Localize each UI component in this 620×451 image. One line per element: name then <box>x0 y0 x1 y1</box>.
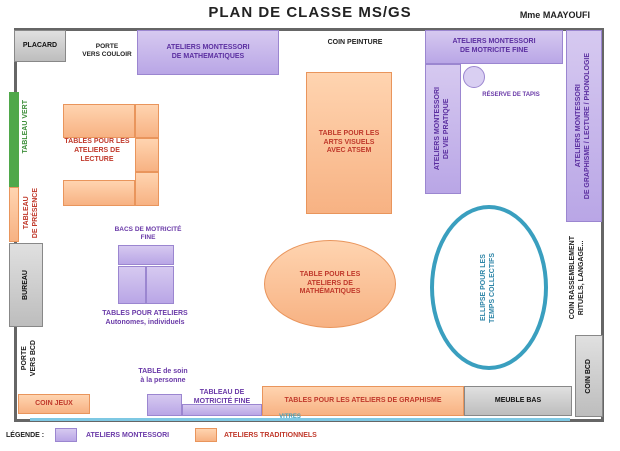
coin-rassemblement: COIN RASSEMBLEMENT RITUELS, LANGAGE... <box>560 225 596 330</box>
tableau-motricite: TABLEAU DE MOTRICITÉ FINE <box>182 380 262 416</box>
table-lecture-right-3 <box>135 172 159 206</box>
porte-bcd-text: PORTE VERS BCD <box>21 340 37 377</box>
ellipse-temps-collectifs: ELLIPSE POUR LES TEMPS COLLECTIFS <box>430 205 548 370</box>
table-lecture-right-1 <box>135 104 159 138</box>
ateliers-vie-pratique: ATELIERS MONTESSORI DE VIE PRATIQUE <box>425 64 461 194</box>
coin-bcd-label: COIN BCD <box>584 358 592 394</box>
legend-traditionnel-swatch <box>195 428 217 442</box>
coin-peinture-label: COIN PEINTURE <box>327 39 383 46</box>
legend-montessori-swatch <box>55 428 77 442</box>
tableau-presence-label: TABLEAU DE PRÉSENCE <box>20 188 44 243</box>
vitres-line <box>30 418 570 421</box>
tableau-vert-text: TABLEAU VERT <box>21 100 29 154</box>
legend-montessori-label: ATELIERS MONTESSORI <box>86 432 170 439</box>
tables-graphisme-label: TABLES POUR LES ATELIERS DE GRAPHISME <box>284 396 442 404</box>
coin-jeux: COIN JEUX <box>18 394 90 414</box>
table-soin <box>147 394 182 416</box>
table-lecture-right-2 <box>135 138 159 172</box>
table-math-label: TABLE POUR LES ATELIERS DE MATHÉMATIQUES <box>299 270 361 296</box>
page-title: PLAN DE CLASSE MS/GS <box>208 4 412 21</box>
coin-rassemblement-label: COIN RASSEMBLEMENT RITUELS, LANGAGE... <box>569 235 585 320</box>
ateliers-montessori-motricite: ATELIERS MONTESSORI DE MOTRICITE FINE <box>425 30 563 64</box>
table-arts-visuels: TABLE POUR LES ARTS VISUELS AVEC ATSEM <box>306 72 392 214</box>
tableau-presence-text: TABLEAU DE PRÉSENCE <box>23 188 39 239</box>
legend-title: LÉGENDE : <box>6 432 45 439</box>
tableau-motricite-bar <box>182 404 262 416</box>
reserve-tapis-icon <box>463 66 485 88</box>
ateliers-montessori-math: ATELIERS MONTESSORI DE MATHEMATIQUES <box>137 30 279 75</box>
table-lecture-top <box>63 104 135 138</box>
ellipse-label: ELLIPSE POUR LES TEMPS COLLECTIFS <box>480 252 496 323</box>
coin-bcd: COIN BCD <box>575 335 603 417</box>
porte-couloir-label: PORTE VERS COULOIR <box>82 42 132 58</box>
table-lecture-bottom <box>63 180 135 206</box>
graphisme-label: ATELIERS MONTESSORI DE GRAPHISME / LECTU… <box>575 52 591 200</box>
bacs-motricite-label: BACS DE MOTRICITÉ FINE <box>114 226 182 242</box>
bureau-label: BUREAU <box>21 270 29 300</box>
table-autonome-2 <box>146 266 174 304</box>
meuble-bas: MEUBLE BAS <box>464 386 572 416</box>
ateliers-montessori-graphisme: ATELIERS MONTESSORI DE GRAPHISME / LECTU… <box>566 30 602 222</box>
legend-traditionnel-label: ATELIERS TRADITIONNELS <box>224 432 317 439</box>
table-autonome-1 <box>118 266 146 304</box>
tableau-vert-label: TABLEAU VERT <box>20 100 32 185</box>
coin-jeux-label: COIN JEUX <box>35 399 73 407</box>
porte-bcd-label: PORTE VERS BCD <box>16 340 44 390</box>
table-mathematiques: TABLE POUR LES ATELIERS DE MATHÉMATIQUES <box>264 240 396 328</box>
tableau-motricite-label: TABLEAU DE MOTRICITÉ FINE <box>193 389 251 405</box>
bacs-motricite <box>118 245 174 265</box>
reserve-tapis-label: RÉSERVE DE TAPIS <box>482 92 540 98</box>
vitres-label: VITRES <box>279 414 301 420</box>
placard: PLACARD <box>14 30 66 62</box>
table-soin-label: TABLE de soin à la personne <box>138 368 188 384</box>
author-name: Mme MAAYOUFI <box>519 10 590 20</box>
table-arts-label: TABLE POUR LES ARTS VISUELS AVEC ATSEM <box>318 129 380 155</box>
tables-lecture-label: TABLES POUR LES ATELIERS DE LECTURE <box>64 138 130 163</box>
placard-label: PLACARD <box>22 41 58 49</box>
tables-autonomes-label: TABLES POUR ATELIERS Autonomes, individu… <box>102 310 188 326</box>
meuble-bas-label: MEUBLE BAS <box>494 396 542 404</box>
bureau: BUREAU <box>9 243 43 327</box>
tableau-presence-board <box>9 187 19 242</box>
vie-pratique-label: ATELIERS MONTESSORI DE VIE PRATIQUE <box>434 87 450 171</box>
ateliers-motricite-label: ATELIERS MONTESSORI DE MOTRICITE FINE <box>452 38 536 54</box>
ateliers-math-label: ATELIERS MONTESSORI DE MATHEMATIQUES <box>166 43 250 60</box>
tables-graphisme: TABLES POUR LES ATELIERS DE GRAPHISME <box>262 386 464 416</box>
tableau-vert-board <box>9 92 19 187</box>
